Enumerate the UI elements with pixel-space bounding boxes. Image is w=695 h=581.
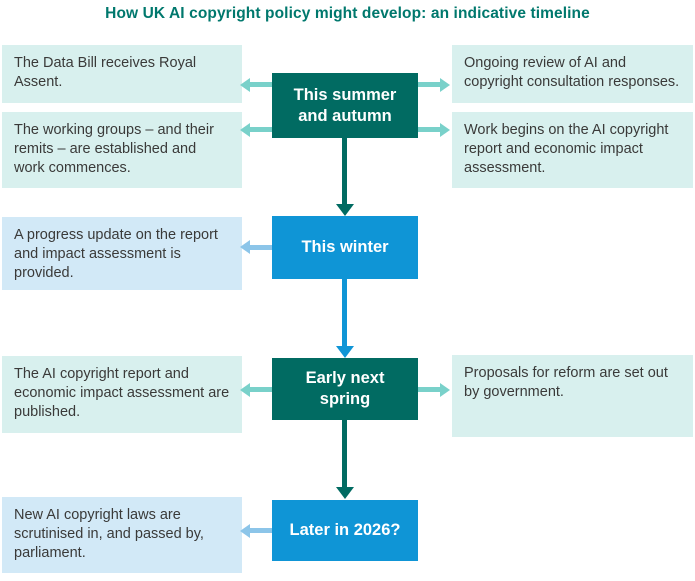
stage-this-winter: This winter (272, 216, 418, 279)
note-text: The AI copyright report and economic imp… (14, 366, 230, 420)
note-work-begins: Work begins on the AI copyright report a… (452, 112, 693, 188)
stage-label-line: This winter (301, 238, 389, 256)
arrow-left-icon (240, 123, 250, 137)
connector-shaft (342, 279, 347, 346)
note-new-laws: New AI copyright laws are scrutinised in… (2, 497, 242, 573)
note-text: A progress update on the report and impa… (14, 227, 218, 281)
arrow-left-icon (240, 240, 250, 254)
arrow-shaft (250, 127, 272, 132)
stage-early-next-spring: Early next spring (272, 358, 418, 420)
connector-shaft (342, 420, 347, 487)
arrow-shaft (250, 387, 272, 392)
connector-down-icon (336, 346, 354, 358)
arrow-left-icon (240, 78, 250, 92)
note-text: Proposals for reform are set out by gove… (464, 365, 668, 400)
connector-down-icon (336, 487, 354, 499)
connector-shaft (342, 138, 347, 204)
connector-down-icon (336, 204, 354, 216)
note-ongoing-review: Ongoing review of AI and copyright consu… (452, 45, 693, 103)
note-progress-update: A progress update on the report and impa… (2, 217, 242, 290)
arrow-right-icon (440, 78, 450, 92)
note-proposals-reform: Proposals for reform are set out by gove… (452, 355, 693, 437)
arrow-shaft (418, 82, 440, 87)
stage-label-line: This summer (293, 85, 397, 104)
stage-label-line: Early next (305, 369, 385, 387)
note-report-published: The AI copyright report and economic imp… (2, 356, 242, 433)
arrow-right-icon (440, 383, 450, 397)
note-text: Work begins on the AI copyright report a… (464, 122, 669, 176)
stage-this-summer-and-autumn: This summer and autumn (272, 73, 418, 138)
arrow-left-icon (240, 383, 250, 397)
arrow-shaft (250, 82, 272, 87)
page-title: How UK AI copyright policy might develop… (105, 5, 590, 22)
stage-label-line: spring (319, 390, 371, 408)
arrow-left-icon (240, 524, 250, 538)
arrow-shaft (250, 528, 272, 533)
note-text: Ongoing review of AI and copyright consu… (464, 55, 680, 90)
stage-later-in-2026: Later in 2026? (272, 500, 418, 561)
note-working-groups: The working groups – and their remits – … (2, 112, 242, 188)
note-text: The working groups – and their remits – … (14, 122, 214, 176)
note-text: New AI copyright laws are scrutinised in… (14, 507, 204, 561)
arrow-shaft (418, 127, 440, 132)
arrow-shaft (418, 387, 440, 392)
note-text: The Data Bill receives Royal Assent. (14, 55, 197, 90)
stage-label-line: Later in 2026? (289, 521, 401, 539)
stage-label-line: and autumn (298, 106, 392, 125)
arrow-right-icon (440, 123, 450, 137)
arrow-shaft (250, 245, 272, 250)
note-data-bill: The Data Bill receives Royal Assent. (2, 45, 242, 103)
